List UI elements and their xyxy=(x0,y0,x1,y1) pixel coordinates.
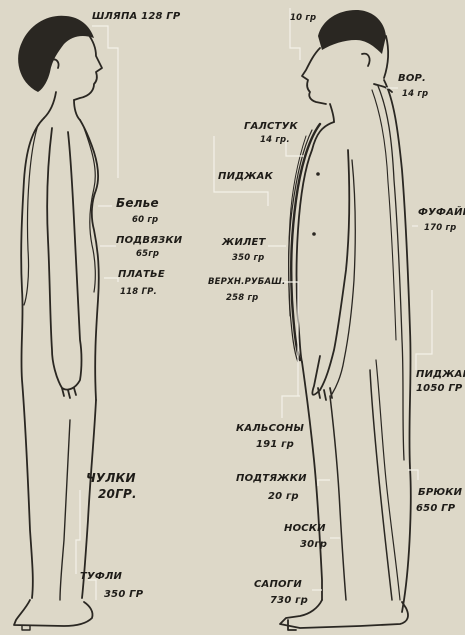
collar-name: ВОР. xyxy=(398,74,426,84)
suspenders-weight: 20 гр xyxy=(268,492,299,502)
stockings-weight: 20ГР. xyxy=(98,488,137,500)
cap-weight: 10 гр xyxy=(290,14,316,23)
hat-name: ШЛЯПА xyxy=(92,11,137,22)
tie-name: ГАЛСТУК xyxy=(244,122,298,132)
shoes-name: ТУФЛИ xyxy=(80,572,122,582)
shirt-name: ВЕРХН.РУБАШ. xyxy=(208,278,285,287)
dress-weight: 118 ГР. xyxy=(120,288,157,297)
vest-name: ЖИЛЕТ xyxy=(222,238,266,248)
dress-name: ПЛАТЬЕ xyxy=(118,270,165,280)
stockings-name: ЧУЛКИ xyxy=(86,472,136,484)
vest-weight: 350 гр xyxy=(232,254,264,263)
shoes-weight: 350 ГР xyxy=(104,590,143,600)
underpants-name: КАЛЬСОНЫ xyxy=(236,424,304,434)
shirt-weight: 258 гр xyxy=(226,294,258,303)
garters-weight: 65гр xyxy=(136,250,159,259)
socks-name: НОСКИ xyxy=(284,524,326,534)
hat-label: ШЛЯПА 128 ГР xyxy=(92,12,180,22)
socks-weight: 30гр xyxy=(300,540,327,550)
sweater-weight: 170 гр xyxy=(424,224,456,233)
boots-name: САПОГИ xyxy=(254,580,302,590)
trousers-name: БРЮКИ xyxy=(418,488,462,498)
garters-name: ПОДВЯЗКИ xyxy=(116,236,182,246)
sweater-name: ФУФАЙКА xyxy=(418,208,465,218)
tie-weight: 14 гр. xyxy=(260,136,290,145)
hat-weight: 128 ГР xyxy=(141,11,180,22)
suspenders-name: ПОДТЯЖКИ xyxy=(236,474,307,484)
jacket-name: ПИДЖАК xyxy=(218,172,273,182)
underpants-weight: 191 гр xyxy=(256,440,294,450)
underwear-weight: 60 гр xyxy=(132,216,158,225)
suit-name: ПИДЖАК xyxy=(416,370,465,380)
trousers-weight: 650 ГР xyxy=(416,504,455,514)
underwear-name: Белье xyxy=(116,197,159,209)
collar-weight: 14 гр xyxy=(402,90,428,99)
boots-weight: 730 гр xyxy=(270,596,308,606)
suit-weight: 1050 ГР xyxy=(416,384,462,394)
